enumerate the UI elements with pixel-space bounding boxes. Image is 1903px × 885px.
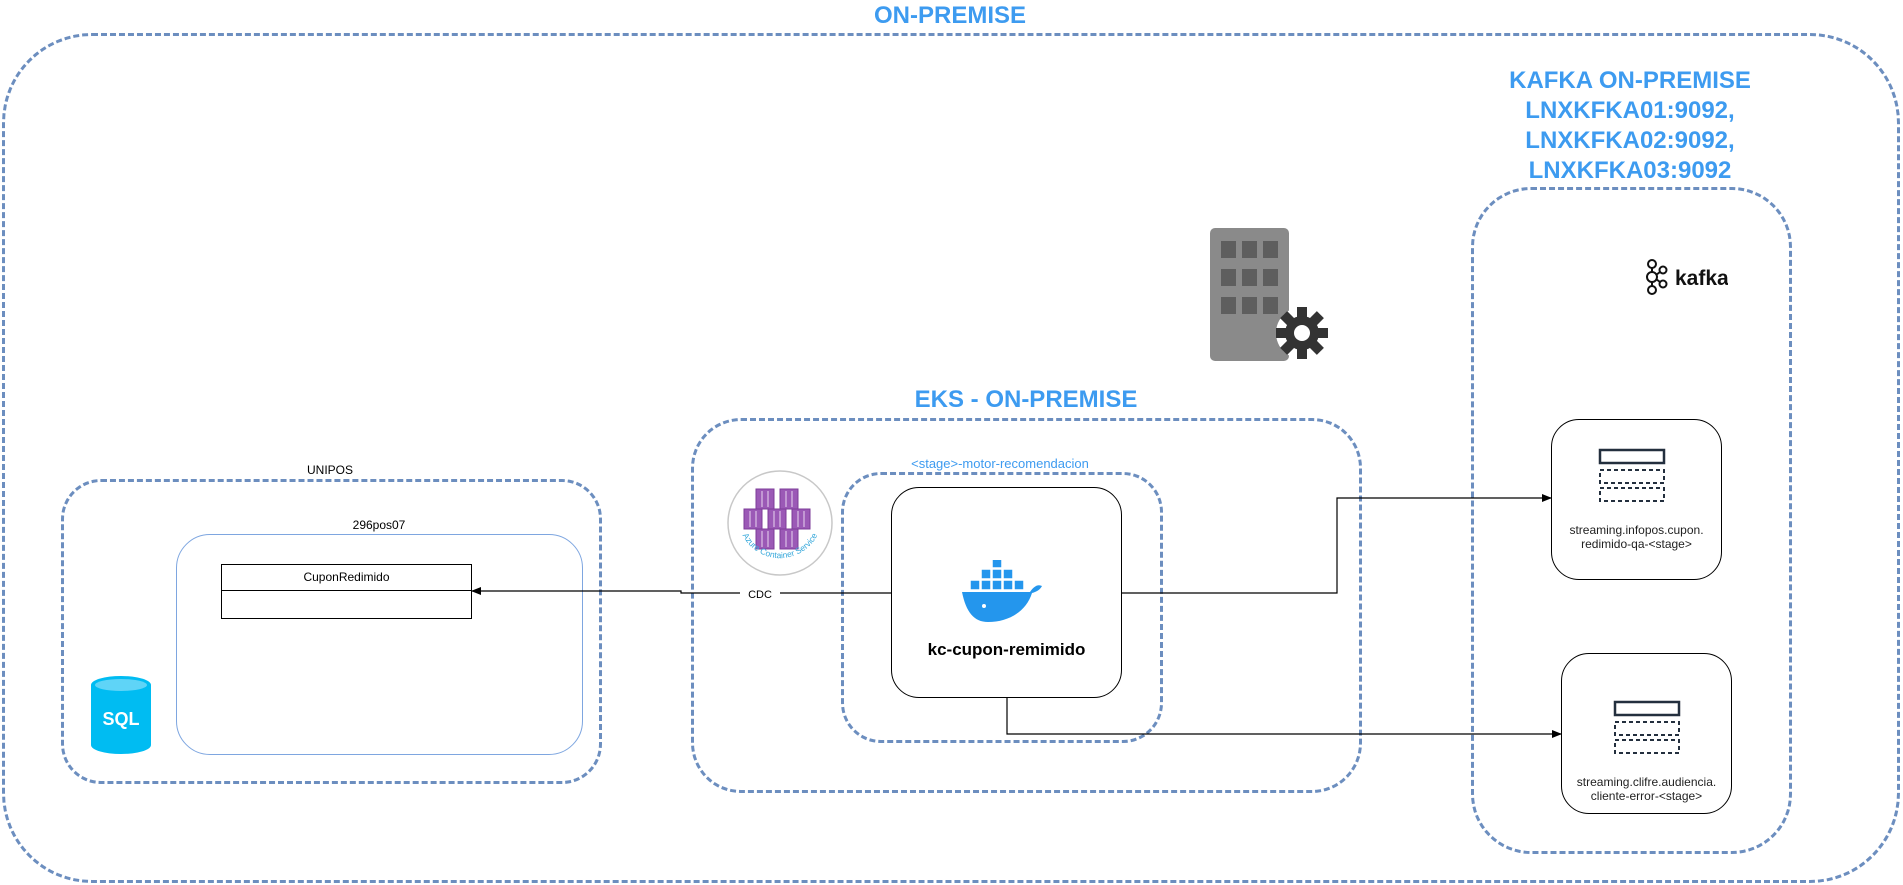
on-premise-title: ON-PREMISE bbox=[873, 2, 1026, 29]
eks-zone bbox=[691, 418, 1362, 793]
kafka-title-line-3: LNXKFKA02:9092, bbox=[1525, 127, 1735, 154]
server-label: 296pos07 bbox=[352, 518, 406, 532]
azure-container-service-icon: Azure Container Service bbox=[726, 469, 834, 577]
cupon-redimido-table[interactable]: CuponRedimido bbox=[221, 564, 472, 619]
kafka-logo-icon: kafka bbox=[1646, 259, 1729, 295]
eks-title: EKS - ON-PREMISE bbox=[914, 386, 1138, 413]
topic-card-infopos[interactable]: streaming.infopos.cupon. redimido-qa-<st… bbox=[1551, 419, 1722, 580]
topic-card-clifre[interactable]: streaming.clifre.audiencia. cliente-erro… bbox=[1561, 653, 1732, 814]
server-296pos07 bbox=[176, 534, 583, 755]
unipos-label: UNIPOS bbox=[306, 463, 353, 477]
topic-name-line-1: streaming.infopos.cupon. bbox=[1569, 523, 1704, 537]
cdc-edge-label: CDC bbox=[740, 589, 780, 601]
kafka-title-line-2: LNXKFKA01:9092, bbox=[1525, 97, 1735, 124]
topic-queue-icon bbox=[1613, 700, 1681, 754]
topic-queue-icon bbox=[1598, 448, 1666, 502]
kafka-title: KAFKA ON-PREMISE LNXKFKA01:9092, LNXKFKA… bbox=[1480, 66, 1780, 186]
motor-recomendacion-label: <stage>-motor-recomendacion bbox=[911, 456, 1089, 471]
service-name: kc-cupon-remimido bbox=[927, 640, 1086, 659]
on-premise-zone bbox=[2, 33, 1900, 883]
table-header: CuponRedimido bbox=[222, 565, 471, 591]
kc-cupon-remimido-service[interactable]: kc-cupon-remimido bbox=[891, 487, 1122, 698]
kafka-title-line-4: LNXKFKA03:9092 bbox=[1528, 157, 1732, 184]
svg-text:SQL: SQL bbox=[102, 709, 139, 729]
server-gear-icon bbox=[1208, 226, 1332, 364]
motor-recomendacion-zone bbox=[841, 472, 1163, 743]
topic-name-line-1: streaming.clifre.audiencia. bbox=[1576, 775, 1717, 789]
topic-name-line-2: cliente-error-<stage> bbox=[1590, 789, 1703, 803]
kafka-title-line-1: KAFKA ON-PREMISE bbox=[1509, 67, 1751, 94]
unipos-zone bbox=[61, 479, 602, 784]
docker-icon bbox=[960, 557, 1044, 626]
kafka-logo: kafka bbox=[1643, 257, 1729, 297]
svg-text:kafka: kafka bbox=[1675, 267, 1728, 290]
sql-database-icon: SQL bbox=[91, 675, 151, 755]
topic-name-line-2: redimido-qa-<stage> bbox=[1581, 537, 1692, 551]
